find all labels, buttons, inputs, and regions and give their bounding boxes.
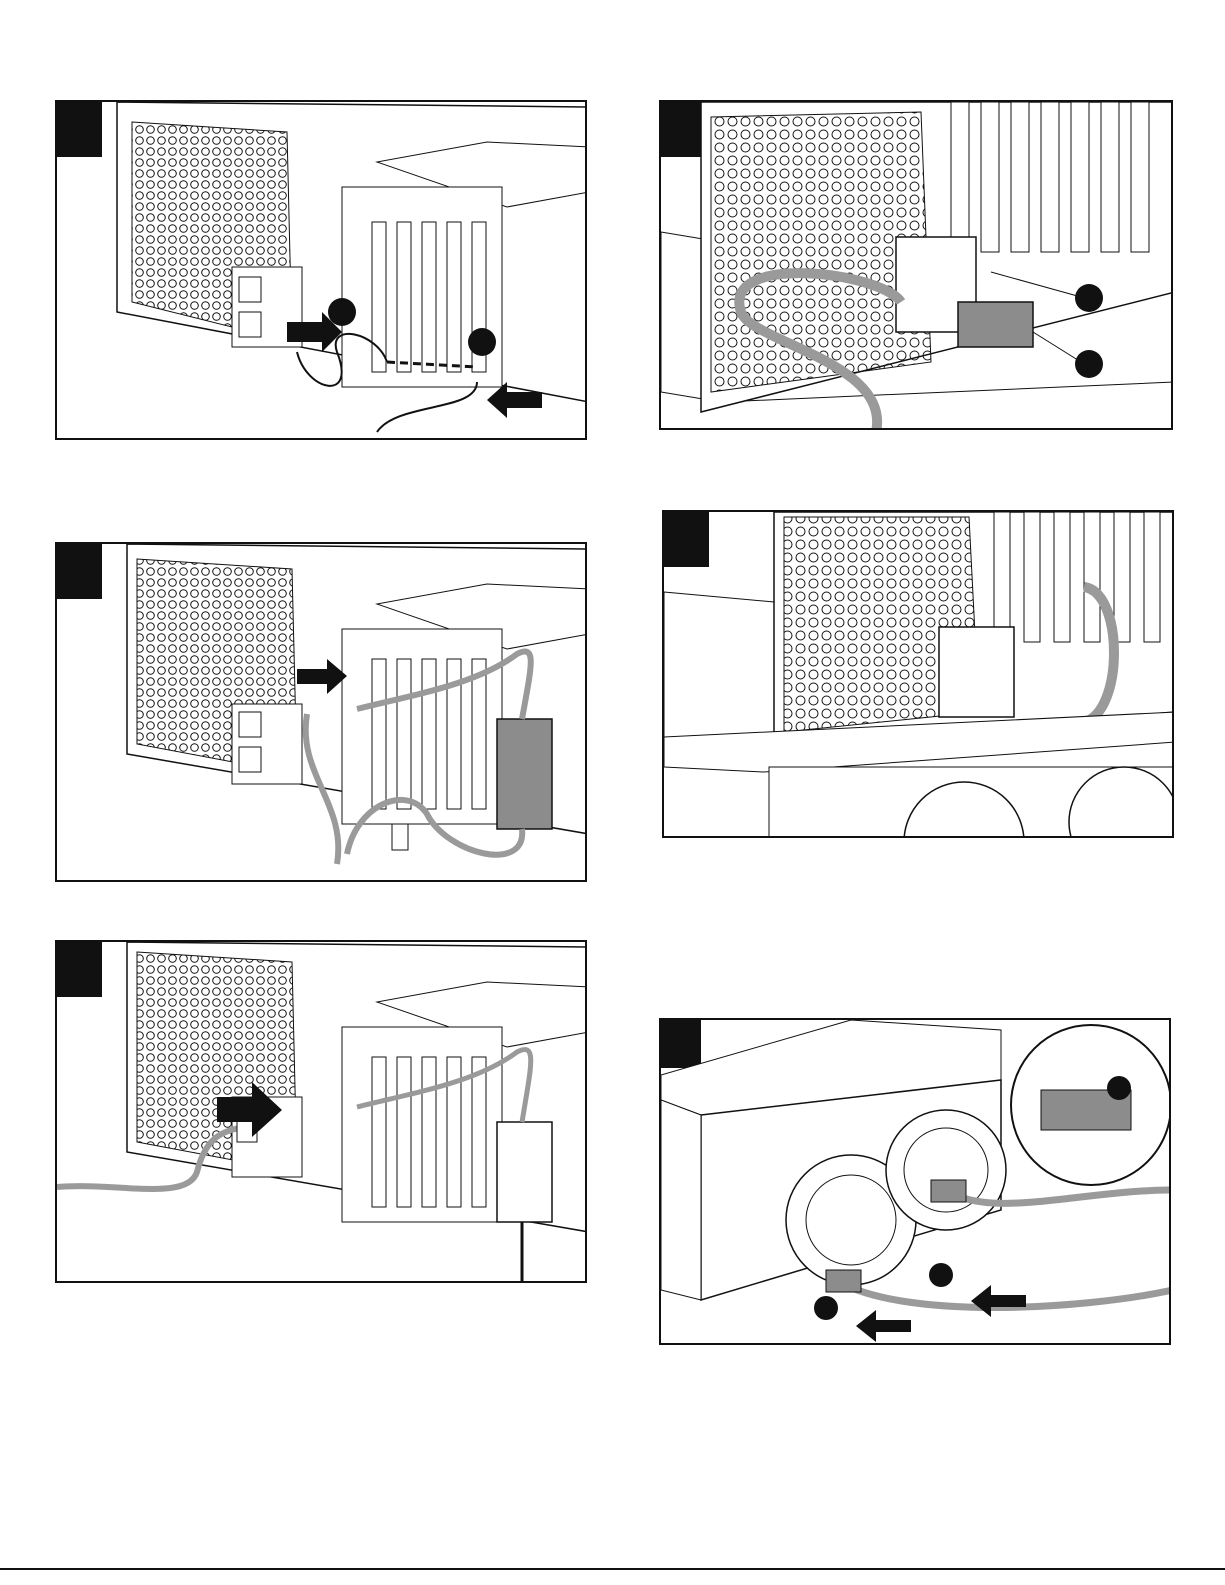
server-rear-illustration bbox=[57, 942, 587, 1283]
expansion-slots bbox=[951, 102, 1149, 252]
power-outlet bbox=[239, 312, 261, 337]
callout-marker bbox=[1107, 1076, 1131, 1100]
panel-b-power-adapter bbox=[55, 542, 587, 882]
page-bottom-rule bbox=[0, 1568, 1225, 1570]
cable bbox=[377, 382, 477, 432]
callout-marker bbox=[328, 298, 356, 326]
power-adapter bbox=[497, 719, 552, 829]
server-rear-illustration bbox=[661, 102, 1173, 430]
server-rear-illustration bbox=[664, 512, 1174, 838]
power-outlet bbox=[239, 277, 261, 302]
power-plug bbox=[392, 824, 408, 850]
power-plug bbox=[826, 1270, 861, 1292]
insert-arrow bbox=[856, 1310, 911, 1342]
power-adapter bbox=[497, 1122, 552, 1222]
power-outlet bbox=[239, 747, 261, 772]
power-outlet bbox=[239, 712, 261, 737]
callout-marker bbox=[814, 1296, 838, 1320]
server-rear-illustration bbox=[57, 102, 587, 440]
callout-marker bbox=[1075, 350, 1103, 378]
outlet-box bbox=[939, 627, 1014, 717]
server-front-illustration bbox=[661, 1020, 1171, 1345]
panel-f-fan-power-cords bbox=[659, 1018, 1171, 1345]
power-plug bbox=[958, 302, 1033, 347]
callout-marker bbox=[929, 1263, 953, 1287]
callout-marker bbox=[468, 328, 496, 356]
server-rear-illustration bbox=[57, 544, 587, 882]
panel-d-power-cord-connected bbox=[659, 100, 1173, 430]
panel-c-power-cord-to-outlet bbox=[55, 940, 587, 1283]
panel-a-keyboard-mouse-cables bbox=[55, 100, 587, 440]
power-plug bbox=[931, 1180, 966, 1202]
insert-arrow bbox=[971, 1285, 1026, 1317]
chassis-side bbox=[661, 1100, 701, 1300]
panel-e-network-cable bbox=[662, 510, 1174, 838]
callout-marker bbox=[1075, 284, 1103, 312]
